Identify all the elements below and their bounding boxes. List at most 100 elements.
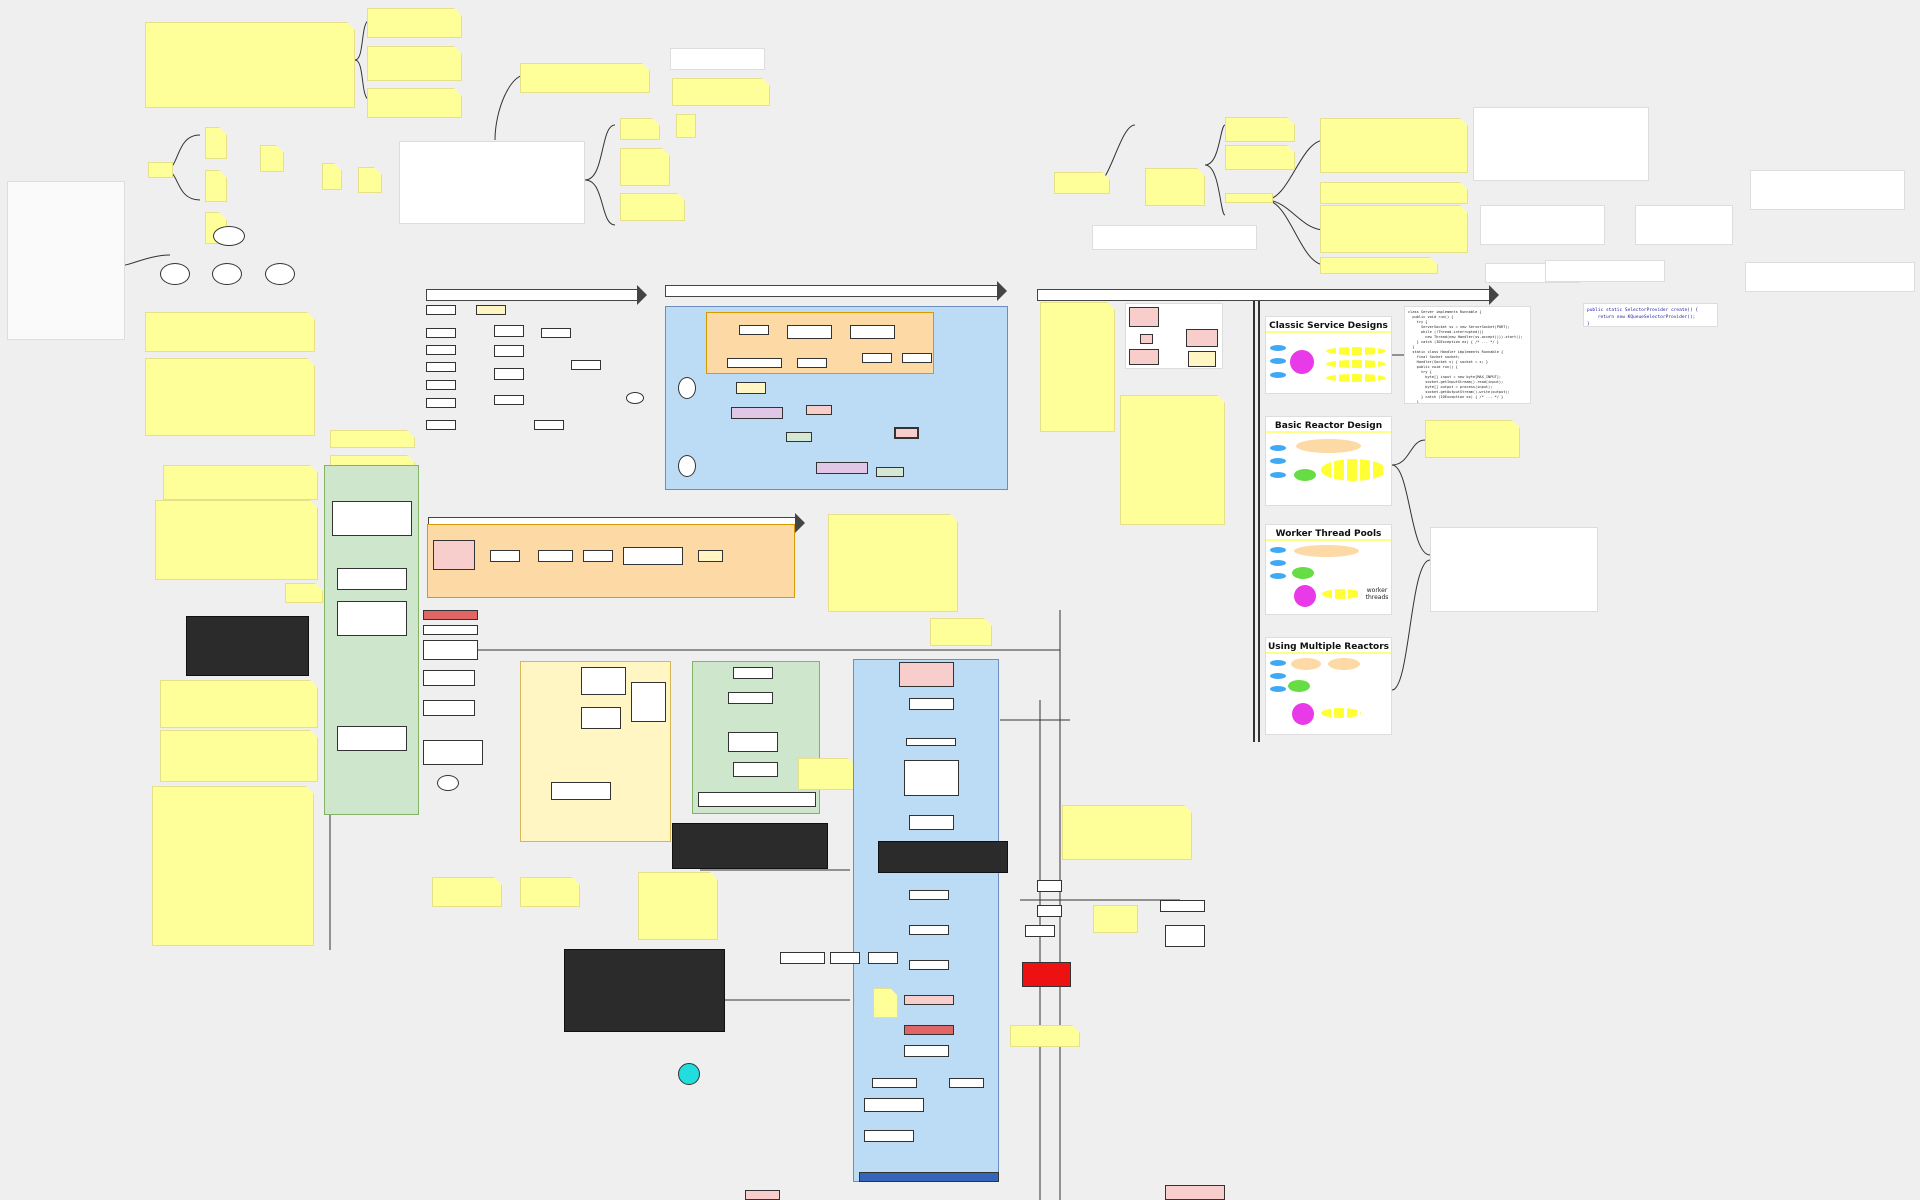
sticky-note[interactable] (620, 118, 660, 140)
flow-box[interactable] (733, 762, 778, 777)
flow-node[interactable] (322, 163, 342, 190)
boss-group-box[interactable] (787, 325, 832, 339)
pipeline-box[interactable] (786, 432, 812, 442)
flow-box[interactable] (631, 682, 666, 722)
flow-box[interactable] (332, 501, 412, 536)
flow-box[interactable] (698, 550, 723, 562)
eventloop-box[interactable] (797, 358, 827, 368)
flow-box[interactable] (476, 305, 506, 315)
flow-box[interactable] (904, 760, 959, 796)
flow-box[interactable] (909, 960, 949, 970)
uml-class[interactable] (1129, 349, 1159, 365)
flow-box[interactable] (1165, 1185, 1225, 1200)
flow-box[interactable] (426, 305, 456, 315)
flow-box[interactable] (571, 360, 601, 370)
ellipse-node[interactable] (265, 263, 295, 285)
flow-box[interactable] (909, 890, 949, 900)
flow-box[interactable] (904, 1045, 949, 1057)
pipeline-box[interactable] (876, 467, 904, 477)
flow-box[interactable] (868, 952, 898, 964)
flow-box[interactable] (864, 1130, 914, 1142)
flow-box[interactable] (337, 601, 407, 636)
flow-node[interactable] (358, 167, 382, 193)
flow-box[interactable] (433, 540, 475, 570)
flow-box[interactable] (904, 995, 954, 1005)
selector-box[interactable] (736, 382, 766, 394)
sticky-note-red[interactable] (1425, 420, 1520, 458)
flow-box[interactable] (872, 1078, 917, 1088)
flow-box[interactable] (780, 952, 825, 964)
sticky-note-red[interactable] (160, 730, 318, 782)
flow-box[interactable] (1037, 905, 1062, 917)
sticky-note[interactable] (520, 877, 580, 907)
flow-box[interactable] (623, 547, 683, 565)
sticky-note[interactable] (285, 583, 323, 603)
sticky-note[interactable] (1320, 257, 1438, 274)
sticky-note[interactable] (798, 758, 856, 790)
ellipse-node[interactable] (213, 226, 245, 246)
sticky-note-code[interactable] (163, 465, 318, 500)
flow-box[interactable] (423, 640, 478, 660)
flow-box[interactable] (864, 1098, 924, 1112)
sticky-note[interactable] (1062, 805, 1192, 860)
uml-class[interactable] (1140, 334, 1153, 344)
sticky-note[interactable] (1320, 182, 1468, 204)
sticky-note-red[interactable] (1320, 205, 1468, 253)
flow-box[interactable] (830, 952, 860, 964)
flow-box[interactable] (423, 700, 475, 716)
flow-box[interactable] (337, 568, 407, 590)
flow-box[interactable] (899, 662, 954, 687)
flow-box[interactable] (728, 732, 778, 752)
flow-node[interactable] (205, 127, 227, 159)
flow-box[interactable] (426, 398, 456, 408)
sticky-note[interactable] (930, 618, 992, 646)
sticky-note-initiation-dispatcher[interactable] (1040, 302, 1115, 432)
flow-box[interactable] (906, 738, 956, 746)
flow-box-red[interactable] (423, 610, 478, 620)
sticky-note-red[interactable] (1145, 168, 1205, 206)
flow-box[interactable] (909, 698, 954, 710)
flow-box[interactable] (494, 345, 524, 357)
ellipse-node[interactable] (160, 263, 190, 285)
flow-box-blue[interactable] (859, 1172, 999, 1182)
sticky-note[interactable] (160, 680, 318, 728)
selector-box[interactable] (806, 405, 832, 415)
sticky-note[interactable] (1054, 172, 1110, 194)
flow-box[interactable] (727, 358, 782, 368)
sticky-note[interactable] (1225, 193, 1273, 203)
sticky-note-code[interactable] (155, 500, 318, 580)
sticky-note-large[interactable] (828, 514, 958, 612)
flow-box[interactable] (426, 345, 456, 355)
worker-group-box[interactable] (850, 325, 895, 339)
channel-box[interactable] (816, 462, 868, 474)
flow-node[interactable] (205, 170, 227, 202)
uml-class[interactable] (1129, 307, 1159, 327)
flow-box[interactable] (534, 420, 564, 430)
flow-box[interactable] (1037, 880, 1062, 892)
flow-box[interactable] (551, 782, 611, 800)
flow-box[interactable] (538, 550, 573, 562)
sticky-note-code[interactable] (152, 786, 314, 946)
flow-box[interactable] (494, 325, 524, 337)
flow-node[interactable] (260, 145, 284, 172)
end-node[interactable] (437, 775, 459, 791)
ellipse-node[interactable] (212, 263, 242, 285)
flow-box[interactable] (337, 726, 407, 751)
sticky-note[interactable] (330, 430, 415, 448)
client-node[interactable] (678, 377, 696, 399)
flow-box[interactable] (490, 550, 520, 562)
sticky-note[interactable] (620, 148, 670, 186)
flow-node[interactable] (148, 162, 173, 178)
sticky-note[interactable] (145, 358, 315, 436)
sticky-note[interactable] (672, 78, 770, 106)
flow-box[interactable] (426, 328, 456, 338)
flow-box[interactable] (494, 395, 524, 405)
start-node[interactable] (678, 1063, 700, 1085)
sticky-note[interactable] (620, 193, 685, 221)
flow-box[interactable] (909, 925, 949, 935)
flow-box[interactable] (581, 707, 621, 729)
flow-box[interactable] (583, 550, 613, 562)
sticky-note[interactable] (145, 312, 315, 352)
eventloop-box[interactable] (862, 353, 892, 363)
sticky-note[interactable] (432, 877, 502, 907)
